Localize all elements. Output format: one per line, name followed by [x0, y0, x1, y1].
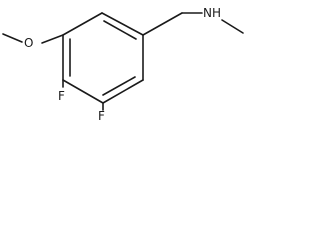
ring-bond-4	[102, 79, 144, 104]
ring-double-bond-top	[103, 20, 137, 40]
fluorine-upper-label: F	[58, 89, 65, 103]
ring-bond-5	[62, 79, 104, 104]
amine-nitrogen-label: NH	[203, 6, 221, 20]
methoxy-oxygen-label: O	[24, 36, 33, 50]
bond-ring-ch2	[142, 12, 183, 36]
bond-nitrogen-methyl	[221, 19, 244, 34]
ring-bond-1	[62, 12, 103, 36]
ring-double-bond-bottom	[102, 76, 136, 96]
bond-methyl-oxygen	[2, 33, 23, 43]
bond-oxygen-ring	[41, 34, 64, 44]
fluorine-lower-label: F	[98, 109, 105, 121]
chemical-structure: O F F NH	[2, 6, 244, 121]
ring-bond-2	[101, 12, 144, 36]
